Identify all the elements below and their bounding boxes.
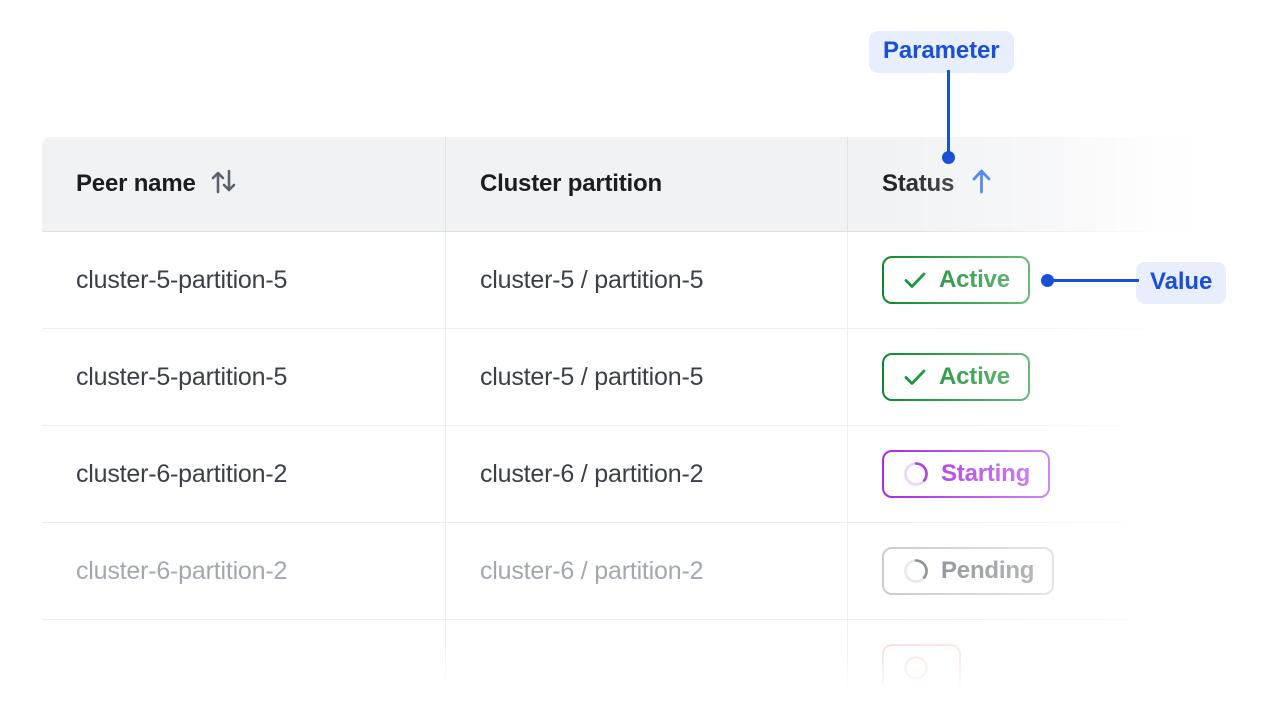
table-body: cluster-5-partition-5 cluster-5 / partit…: [42, 231, 1251, 716]
cell-status: [847, 619, 1251, 716]
annotation-chip-value: Value: [1136, 262, 1227, 304]
cell-status: Starting: [847, 425, 1251, 523]
annotation-dot-parameter: [942, 151, 955, 164]
peers-table: Peer name Cluster partition: [41, 136, 1252, 717]
status-badge-active[interactable]: Active: [882, 256, 1030, 304]
cell-peer-name: cluster-6-partition-2: [42, 425, 446, 523]
cell-cluster-partition: cluster-5 / partition-5: [445, 328, 848, 426]
cell-status: Pending: [847, 522, 1251, 620]
cell-peer-name: [42, 619, 446, 716]
column-header-cluster-partition[interactable]: Cluster partition: [445, 137, 848, 232]
table-row[interactable]: cluster-6-partition-2 cluster-6 / partit…: [42, 522, 1251, 620]
arrow-up-icon[interactable]: [968, 166, 995, 203]
cell-cluster-partition: cluster-6 / partition-2: [445, 522, 848, 620]
column-header-peer-name-label: Peer name: [76, 170, 196, 197]
table-header-row: Peer name Cluster partition: [42, 137, 1251, 232]
sort-both-icon[interactable]: [210, 166, 237, 203]
table-row[interactable]: cluster-5-partition-5 cluster-5 / partit…: [42, 231, 1251, 329]
cell-cluster-partition: cluster-6 / partition-2: [445, 425, 848, 523]
table-header: Peer name Cluster partition: [42, 137, 1251, 232]
table-row[interactable]: cluster-5-partition-5 cluster-5 / partit…: [42, 328, 1251, 426]
cell-peer-name: cluster-5-partition-5: [42, 328, 446, 426]
status-badge-active[interactable]: Active: [882, 353, 1030, 401]
cell-peer-name: cluster-6-partition-2: [42, 522, 446, 620]
cell-cluster-partition: [445, 619, 848, 716]
column-header-cluster-partition-label: Cluster partition: [480, 170, 662, 197]
spinner-icon: [902, 557, 930, 585]
cell-status: Active: [847, 328, 1251, 426]
status-badge-label: Active: [939, 363, 1010, 390]
spinner-icon: [902, 460, 930, 488]
table-row[interactable]: cluster-6-partition-2 cluster-6 / partit…: [42, 425, 1251, 523]
status-badge-error[interactable]: [882, 644, 961, 692]
annotation-chip-parameter: Parameter: [869, 31, 1014, 73]
cell-cluster-partition: cluster-5 / partition-5: [445, 231, 848, 329]
peers-table-container: Peer name Cluster partition: [41, 136, 1252, 717]
check-icon: [902, 267, 928, 293]
cell-peer-name: cluster-5-partition-5: [42, 231, 446, 329]
status-badge-starting[interactable]: Starting: [882, 450, 1051, 498]
status-badge-label: Starting: [941, 460, 1031, 487]
column-header-status[interactable]: Status: [847, 137, 1251, 232]
table-row[interactable]: [42, 619, 1251, 716]
annotation-connector-parameter: [947, 70, 950, 158]
annotation-dot-value: [1041, 274, 1054, 287]
status-badge-label: Active: [939, 266, 1010, 293]
status-badge-pending[interactable]: Pending: [882, 547, 1055, 595]
column-header-peer-name[interactable]: Peer name: [42, 137, 446, 232]
check-icon: [902, 364, 928, 390]
table-fade-overlay: Peer name Cluster partition: [41, 136, 1252, 717]
status-badge-label: Pending: [941, 557, 1035, 584]
spinner-icon: [902, 654, 930, 682]
column-header-status-label: Status: [882, 170, 955, 197]
annotation-connector-value: [1047, 279, 1139, 282]
